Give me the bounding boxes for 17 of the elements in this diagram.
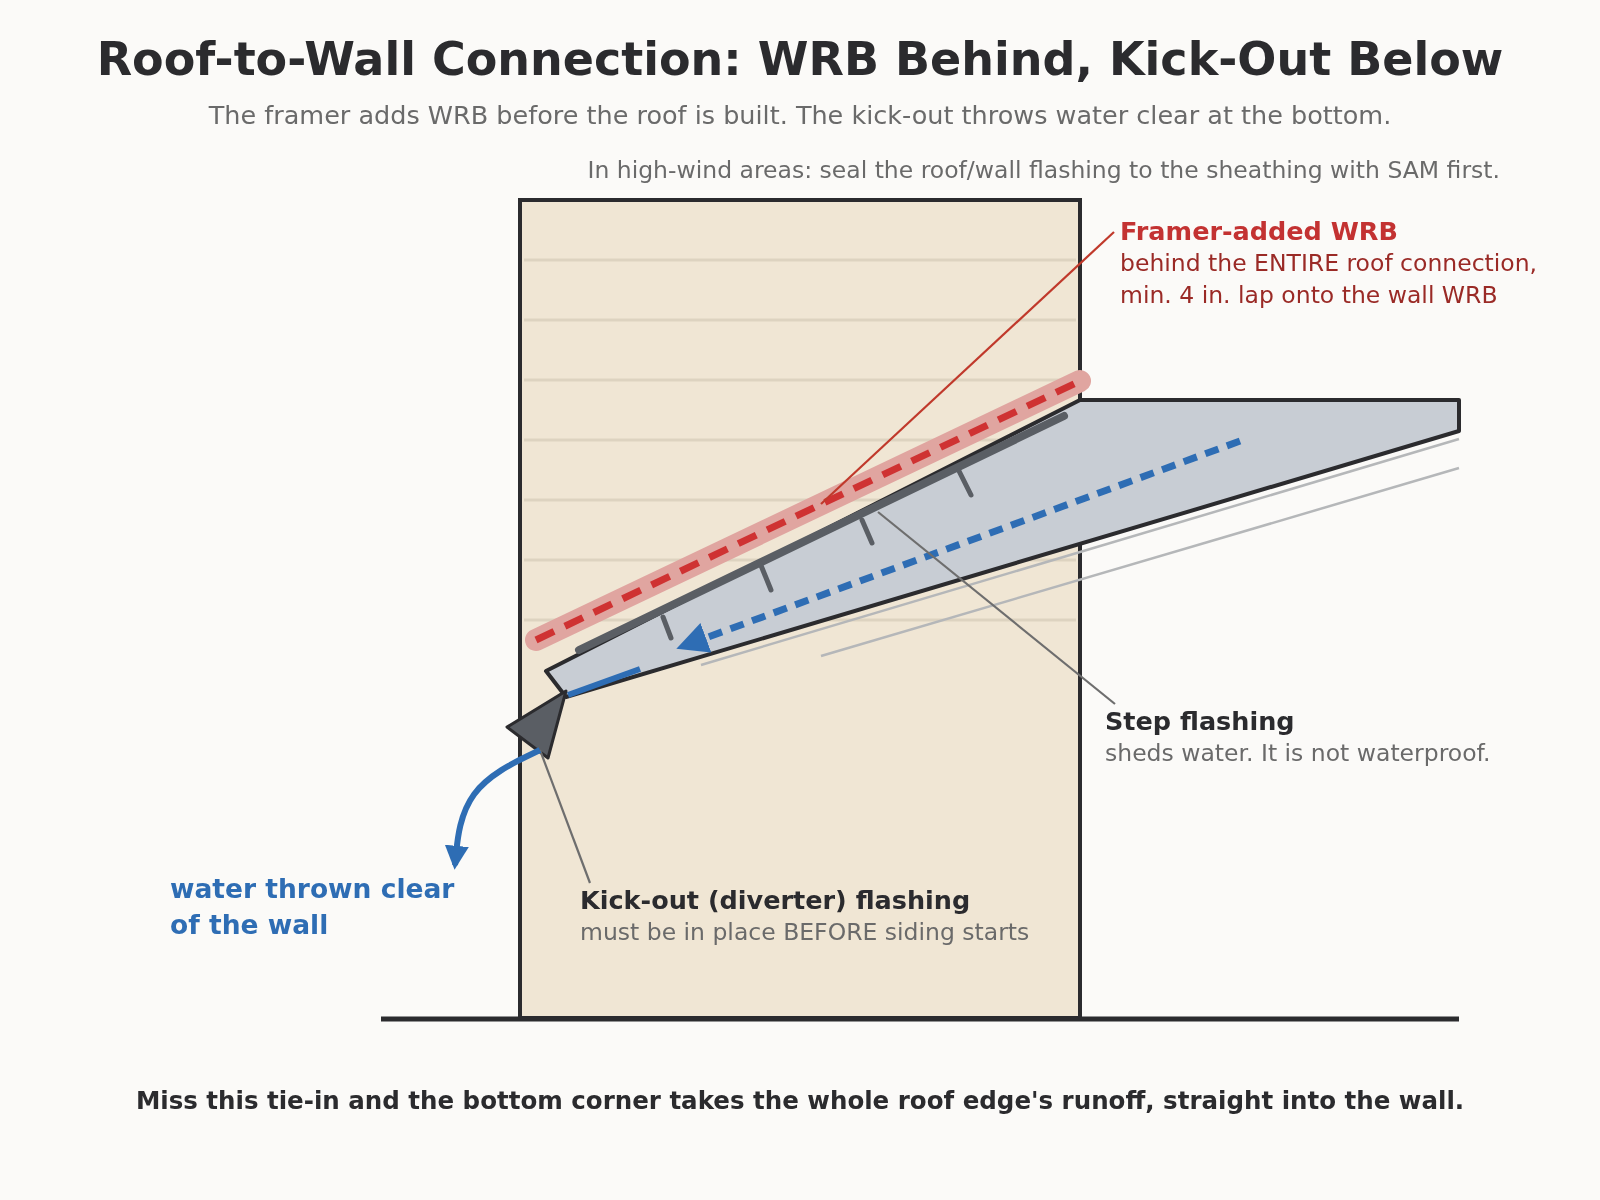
- leader-line: [877, 511, 1116, 705]
- callout-text: must be in place BEFORE siding starts: [580, 917, 1031, 949]
- wrb-line: [525, 370, 1091, 651]
- callout-text: sheds water. It is not waterproof.: [1105, 738, 1492, 770]
- leader-line: [538, 749, 592, 884]
- leader-line: [820, 231, 1115, 505]
- flow-arrow: [444, 747, 542, 870]
- caption: Miss this tie-in and the bottom corner takes the whole roof edge's runoff, straight into the wall.: [134, 1086, 1466, 1115]
- subtitle: The framer adds WRB before the roof is built. The kick-out throws water clear at the bottom.: [207, 100, 1393, 130]
- note: In high-wind areas: seal the roof/wall flashing to the sheathing with SAM first.: [586, 156, 1500, 184]
- title: Roof-to-Wall Connection: WRB Behind, Kick-Out Below: [95, 32, 1505, 86]
- callout-heading: Step flashing: [1105, 705, 1296, 738]
- callout-heading: Framer-added WRB: [1120, 215, 1399, 248]
- kick-out-flashing: [505, 689, 568, 760]
- callout-heading: Kick-out (diverter) flashing: [580, 884, 972, 917]
- callout-text: water thrown clear of the wall: [170, 872, 456, 942]
- callout-text: behind the ENTIRE roof connection, min. 4 in. lap onto the wall WRB: [1120, 248, 1539, 312]
